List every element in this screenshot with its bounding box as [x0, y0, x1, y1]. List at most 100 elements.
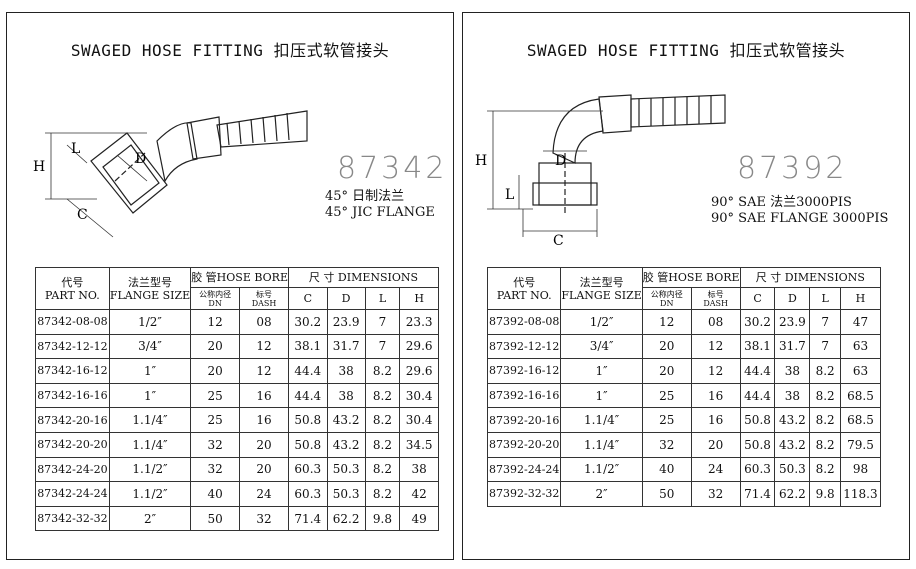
cell-dim-h: 98	[839, 456, 882, 483]
cell-part-no: 87342-32-32	[35, 505, 110, 532]
cell-flange-size: 3/4″	[560, 333, 643, 360]
header-dimensions: 尺 寸 DIMENSIONS	[287, 267, 440, 288]
cell-dn: 12	[190, 309, 241, 335]
cell-part-no: 87392-12-12	[486, 333, 562, 360]
header-h: H	[399, 287, 439, 310]
cell-dim-h: 79.5	[839, 431, 882, 458]
cell-dn: 40	[190, 481, 241, 507]
cell-dim-c: 38.1	[287, 333, 328, 360]
header-d: D	[774, 287, 811, 310]
header-hose-bore: 胶 管HOSE BORE	[190, 267, 289, 288]
cell-dim-l: 7	[364, 333, 401, 360]
cell-dim-d: 38	[774, 382, 811, 409]
header-c: C	[287, 287, 328, 310]
cell-dim-c: 30.2	[739, 309, 776, 335]
cell-dash: 24	[239, 481, 289, 507]
cell-dim-c: 50.8	[739, 431, 776, 458]
dim-label-c: C	[77, 207, 88, 223]
cell-part-no: 87342-20-16	[35, 407, 110, 433]
cell-dim-c: 30.2	[287, 309, 328, 335]
cell-dn: 25	[641, 407, 692, 433]
cell-dash: 20	[239, 456, 289, 483]
cell-dn: 25	[190, 382, 241, 409]
cell-dash: 12	[239, 358, 289, 384]
cell-part-no: 87392-16-12	[486, 358, 562, 384]
cell-dim-c: 60.3	[287, 456, 328, 483]
cell-dash: 20	[690, 431, 741, 458]
cell-dn: 40	[641, 456, 692, 483]
cell-part-no: 87342-16-16	[35, 382, 110, 409]
cell-flange-size: 1.1/2″	[560, 456, 643, 483]
cell-flange-size: 1″	[560, 382, 643, 409]
cell-dim-h: 63	[839, 333, 882, 360]
cell-dash: 16	[690, 382, 741, 409]
cell-dim-h: 23.3	[399, 309, 439, 335]
dim-label-l: L	[505, 187, 514, 203]
cell-dn: 50	[190, 505, 241, 532]
description-line-2: 45° JIC FLANGE	[325, 205, 435, 220]
cell-dash: 32	[239, 505, 289, 532]
cell-part-no: 87342-20-20	[35, 431, 110, 458]
cell-dim-l: 8.2	[364, 431, 401, 458]
cell-dn: 32	[190, 431, 241, 458]
cell-dim-h: 30.4	[399, 382, 439, 409]
cell-part-no: 87392-16-16	[486, 382, 562, 409]
cell-dim-d: 31.7	[326, 333, 366, 360]
header-h: H	[839, 287, 882, 310]
cell-dim-h: 118.3	[839, 481, 882, 507]
cell-dim-c: 44.4	[739, 382, 776, 409]
cell-dim-l: 7	[809, 333, 841, 360]
cell-dim-h: 68.5	[839, 407, 882, 433]
cell-part-no: 87342-24-24	[35, 481, 110, 507]
cell-part-no: 87342-24-20	[35, 456, 110, 483]
flange-head	[90, 132, 168, 214]
cell-flange-size: 1.1/4″	[560, 407, 643, 433]
cell-part-no: 87342-12-12	[35, 333, 110, 360]
cell-dash: 08	[690, 309, 741, 335]
cell-dn: 25	[190, 407, 241, 433]
cell-part-no: 87392-32-32	[486, 481, 562, 507]
cell-dim-c: 71.4	[739, 481, 776, 507]
ferrule	[186, 116, 222, 160]
cell-part-no: 87392-24-24	[486, 456, 562, 483]
cell-dim-d: 43.2	[326, 431, 366, 458]
cell-dim-d: 50.3	[774, 456, 811, 483]
cell-dim-l: 9.8	[809, 481, 841, 507]
header-l: L	[809, 287, 841, 310]
sheet-title: SWAGED HOSE FITTING 扣压式软管接头	[526, 41, 846, 60]
cell-part-no: 87392-20-20	[486, 431, 562, 458]
cell-dim-l: 7	[364, 309, 401, 335]
cell-part-no: 87342-08-08	[35, 309, 110, 335]
header-dimensions: 尺 寸 DIMENSIONS	[739, 267, 882, 288]
cell-dim-d: 43.2	[774, 407, 811, 433]
cell-dim-h: 38	[399, 456, 439, 483]
cell-dash: 16	[239, 407, 289, 433]
cell-dim-c: 60.3	[739, 456, 776, 483]
cell-dim-h: 29.6	[399, 358, 439, 384]
cell-flange-size: 1.1/2″	[108, 456, 192, 483]
cell-dash: 12	[690, 333, 741, 360]
cell-dn: 25	[641, 382, 692, 409]
cell-dim-c: 60.3	[287, 481, 328, 507]
cell-dim-d: 50.3	[326, 456, 366, 483]
description-line-2: 90° SAE FLANGE 3000PIS	[711, 211, 889, 226]
cell-dim-h: 34.5	[399, 431, 439, 458]
cell-dn: 32	[641, 431, 692, 458]
cell-dim-h: 63	[839, 358, 882, 384]
cell-dim-l: 8.2	[364, 481, 401, 507]
